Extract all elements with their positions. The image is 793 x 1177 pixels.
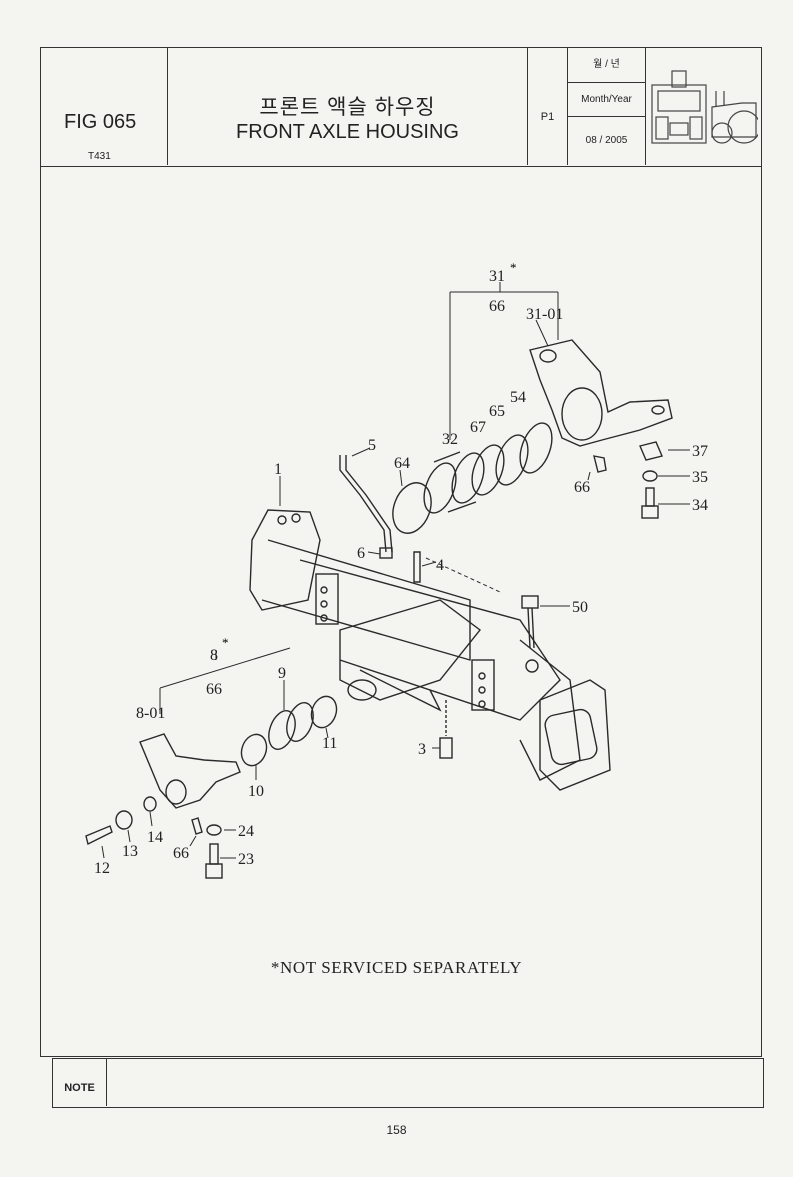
callout-67: 67 [470, 419, 486, 436]
nut-13 [115, 810, 133, 830]
washer-35 [642, 470, 658, 482]
axle-housing [249, 509, 611, 791]
callout-66-left-bottom: 66 [173, 845, 189, 862]
date-value: 08 / 2005 [585, 135, 628, 146]
tractor-logo-cell [646, 47, 761, 165]
title-korean: 프론트 액슬 하우징 [259, 96, 436, 119]
callout-66-top: 66 [489, 298, 505, 315]
callout-66-right: 66 [574, 479, 590, 496]
callout-1: 1 [274, 461, 282, 478]
fig-code: T431 [88, 151, 111, 162]
callout-4: 4 [436, 557, 444, 574]
support-8-01 [139, 733, 241, 809]
bolt-23 [205, 843, 223, 879]
callout-11: 11 [322, 735, 337, 752]
callout-65: 65 [489, 403, 505, 420]
title-cell: 프론트 액슬 하우징 FRONT AXLE HOUSING [168, 47, 528, 165]
date-label-korean: 월 / 년 [568, 47, 645, 83]
date-label-english: Month/Year [568, 83, 645, 117]
header-table: FIG 065 T431 프론트 액슬 하우징 FRONT AXLE HOUSI… [40, 47, 762, 167]
callout-13: 13 [122, 843, 138, 860]
callout-8: 8 [210, 647, 218, 664]
fitting-4 [413, 551, 421, 583]
callout-3: 3 [418, 741, 426, 758]
disclaimer-text: *NOT SERVICED SEPARATELY [270, 958, 523, 977]
ring-67 [471, 444, 505, 496]
page-label: P1 [540, 111, 555, 123]
callout-31-asterisk: * [510, 260, 517, 275]
callout-12: 12 [94, 860, 110, 877]
support-31-01 [529, 339, 673, 447]
grease-nipple-66 [593, 455, 607, 473]
bolt-12 [85, 825, 113, 846]
callout-31-01: 31-01 [526, 306, 563, 323]
callout-35: 35 [692, 469, 708, 486]
plate-37 [639, 441, 663, 461]
note-label: NOTE [53, 1059, 107, 1106]
callout-8-asterisk: * [222, 635, 229, 650]
fig-number: FIG 065 [64, 111, 137, 133]
callout-5: 5 [368, 437, 376, 454]
callout-14: 14 [147, 829, 163, 846]
nipple-66-left [191, 817, 203, 835]
tractor-logo-icon [651, 70, 761, 144]
callout-64: 64 [394, 455, 410, 472]
callout-23: 23 [238, 851, 254, 868]
title-english: FRONT AXLE HOUSING [235, 121, 459, 143]
ring-65 [495, 434, 529, 486]
bolt-34 [641, 487, 659, 519]
bushing-9 [268, 702, 314, 750]
bushing-32 [423, 451, 485, 514]
ring-54 [519, 422, 553, 474]
callout-50: 50 [572, 599, 588, 616]
note-row: NOTE [52, 1058, 764, 1108]
callout-9: 9 [278, 665, 286, 682]
callout-10: 10 [248, 783, 264, 800]
callout-6: 6 [357, 545, 365, 562]
o-ring-64 [392, 482, 432, 534]
callout-32: 32 [442, 431, 458, 448]
callout-54: 54 [510, 389, 526, 406]
washer-24 [206, 824, 222, 836]
page-frame [40, 47, 762, 1057]
page-cell: P1 [528, 47, 568, 165]
callout-8-01: 8-01 [136, 705, 165, 722]
washer-14 [143, 796, 157, 812]
breather-tube [339, 455, 387, 553]
date-cell: 월 / 년 Month/Year 08 / 2005 [568, 47, 646, 165]
clamp-6 [379, 547, 393, 559]
callout-34: 34 [692, 497, 708, 514]
callout-24: 24 [238, 823, 254, 840]
exploded-parts-diagram: 31 * 66 31-01 54 65 67 32 5 64 1 6 4 66 … [85, 260, 708, 879]
callout-66-left-top: 66 [206, 681, 222, 698]
callout-31: 31 [489, 268, 505, 285]
fig-cell: FIG 065 T431 [40, 47, 168, 165]
plug-3 [439, 700, 453, 759]
page-number: 158 [386, 1123, 407, 1137]
seal-10 [240, 733, 268, 767]
callout-37: 37 [692, 443, 708, 460]
sensor-50 [521, 595, 539, 649]
ring-11 [310, 695, 338, 729]
